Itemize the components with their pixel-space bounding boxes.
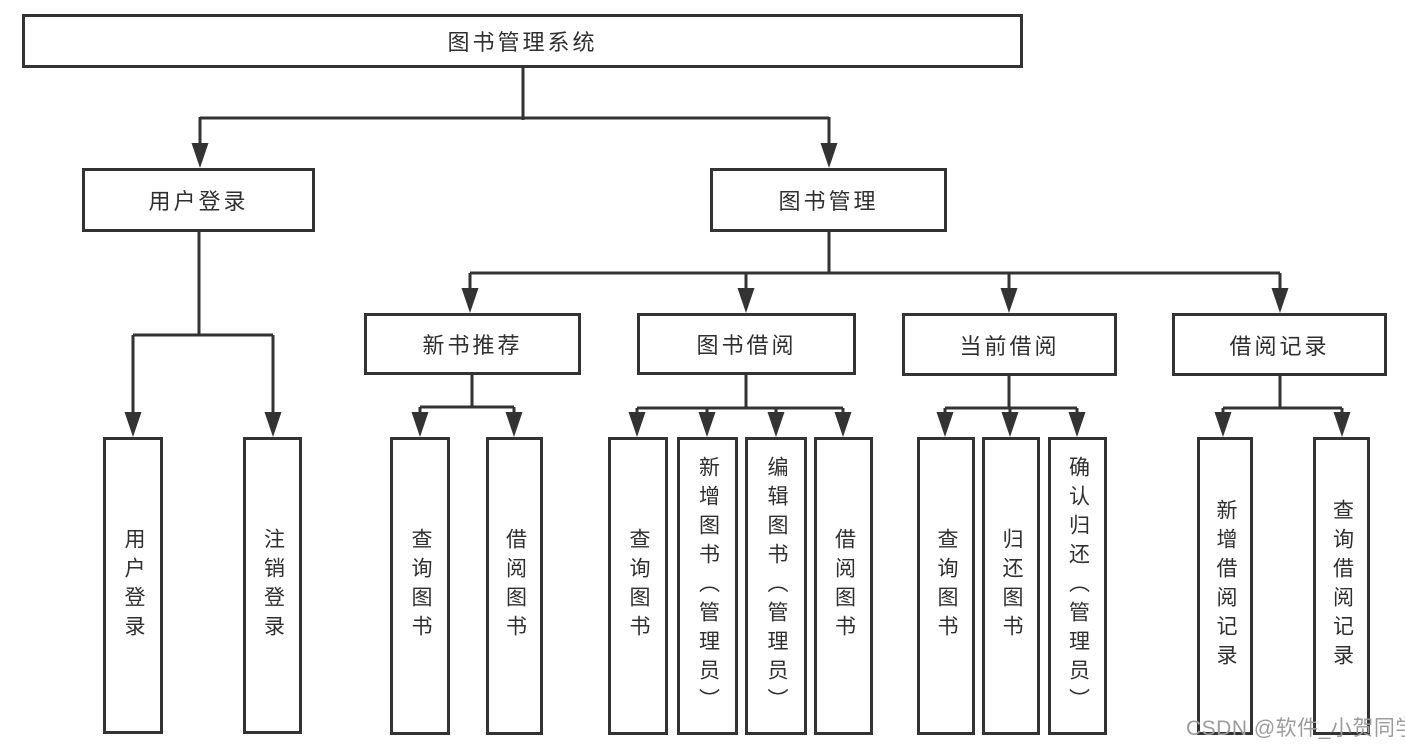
node-book-borrow: 图书借阅 xyxy=(637,313,856,375)
leaf-add-borrow-record: 新增借阅记录 xyxy=(1197,437,1253,735)
csdn-watermark: CSDN @软件_小贺同学 xyxy=(1186,717,1405,740)
leaf-return-books: 归还图书 xyxy=(982,437,1040,735)
leaf-add-books-admin: 新增图书（管理员） xyxy=(677,437,738,735)
leaf-borrow-books: 借阅图书 xyxy=(814,437,873,735)
node-current-borrow: 当前借阅 xyxy=(902,313,1117,376)
node-user-login: 用户登录 xyxy=(82,168,315,232)
node-root: 图书管理系统 xyxy=(22,14,1023,68)
leaf-query-borrow-record: 查询借阅记录 xyxy=(1313,437,1370,735)
leaf-query-books-recommend: 查询图书 xyxy=(390,437,450,735)
leaf-query-books-current: 查询图书 xyxy=(917,437,975,735)
leaf-edit-books-admin: 编辑图书（管理员） xyxy=(745,437,807,735)
node-new-book-recommend: 新书推荐 xyxy=(364,313,581,375)
leaf-query-books-borrow: 查询图书 xyxy=(608,437,668,735)
node-book-management: 图书管理 xyxy=(710,168,947,232)
leaf-user-login: 用户登录 xyxy=(103,437,163,734)
node-borrow-records: 借阅记录 xyxy=(1172,313,1387,376)
leaf-borrow-books-recommend: 借阅图书 xyxy=(486,437,543,735)
leaf-logout: 注销登录 xyxy=(243,437,302,734)
leaf-confirm-return-admin: 确认归还（管理员） xyxy=(1048,437,1107,735)
